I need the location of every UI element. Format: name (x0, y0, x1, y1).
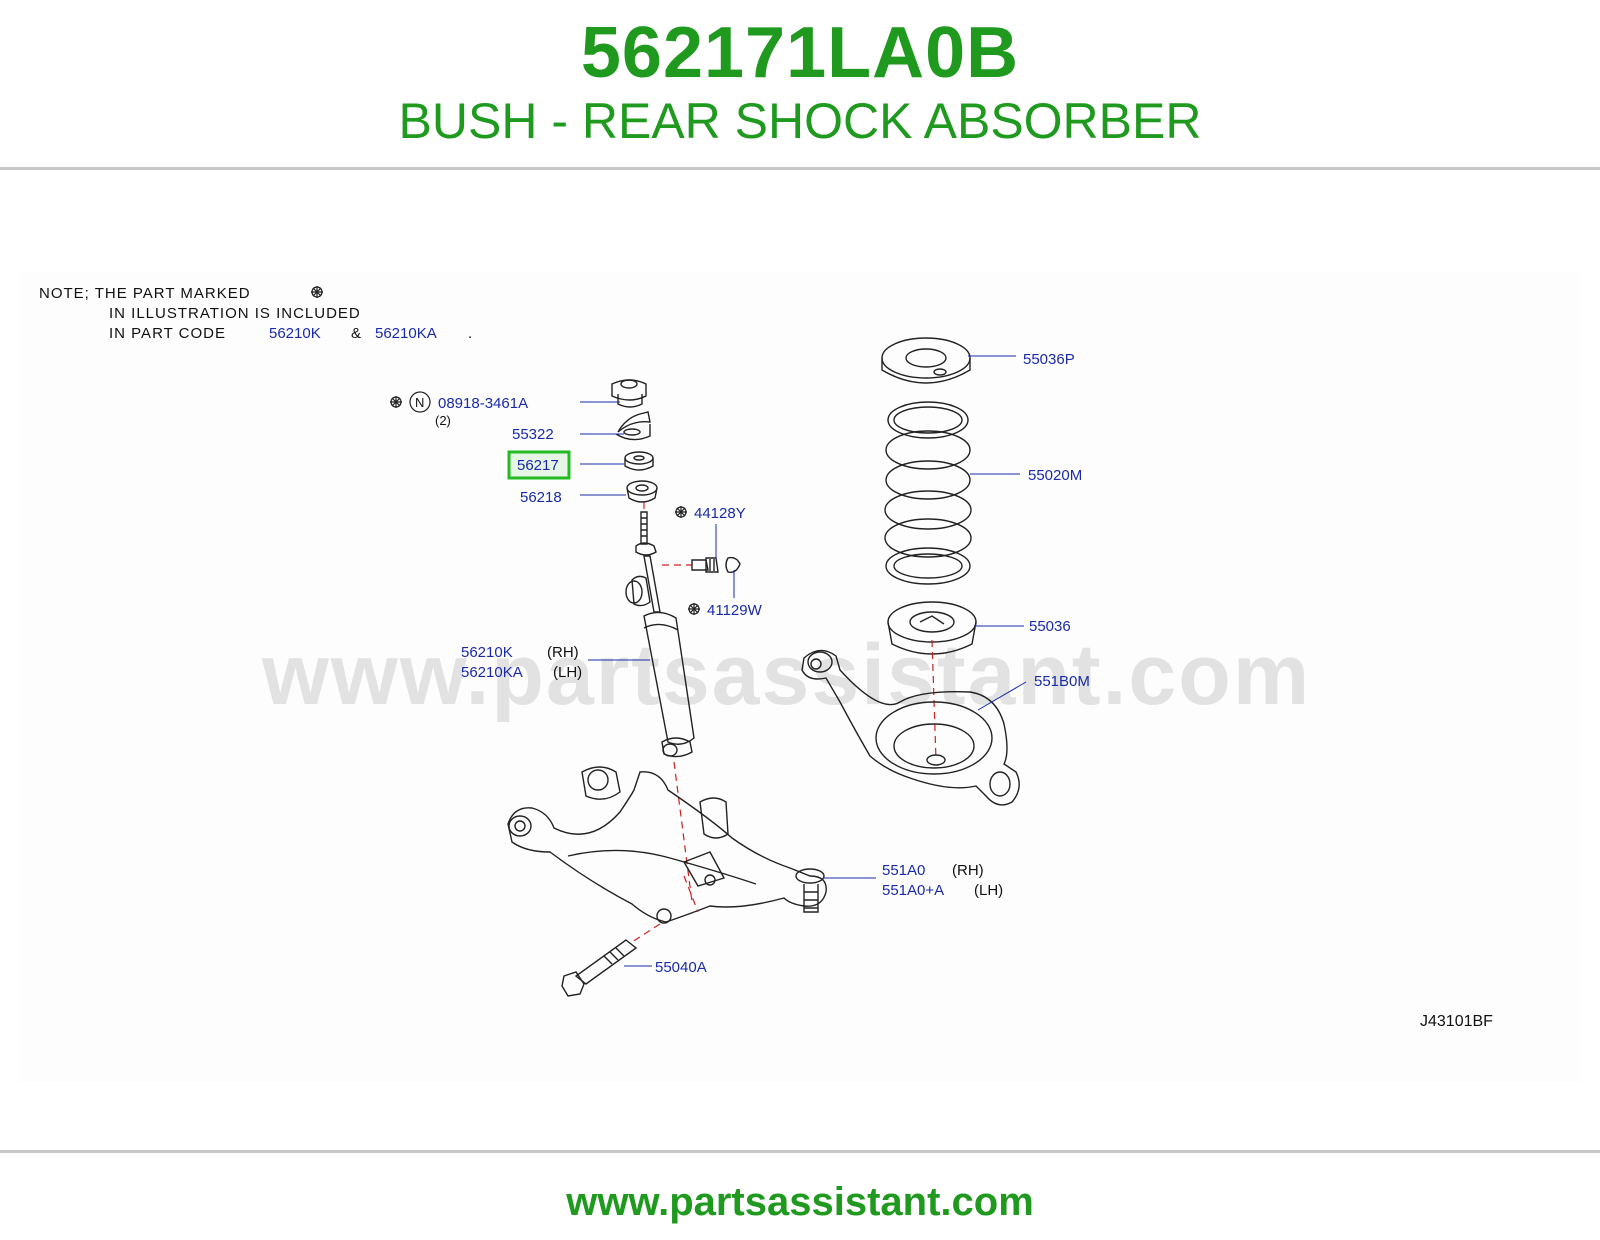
watermark-text: www.partsassistant.com (261, 627, 1311, 723)
highlight-box-56217 (507, 450, 571, 480)
callout-551b0m[interactable]: 551B0M (1034, 673, 1090, 690)
stud-bolt-drawing (662, 556, 741, 574)
asterisk-icon (688, 603, 700, 615)
bush-56217-drawing (624, 451, 654, 471)
callout-08918-3461a[interactable]: 08918-3461A (438, 395, 528, 412)
callout-56217[interactable]: 56217 (517, 457, 559, 474)
part-name-subtitle: BUSH - REAR SHOCK ABSORBER (398, 93, 1202, 149)
part-code-title: 562171LA0B (580, 13, 1020, 93)
callout-55322[interactable]: 55322 (512, 426, 554, 443)
note-line-2: IN ILLUSTRATION IS INCLUDED (109, 305, 361, 322)
callout-56210k-side: (RH) (547, 644, 579, 661)
note-period: . (468, 325, 472, 342)
upper-spring-seat-drawing (881, 337, 971, 384)
svg-text:N: N (415, 395, 424, 410)
callout-55036[interactable]: 55036 (1029, 618, 1071, 635)
callout-56218[interactable]: 56218 (520, 489, 562, 506)
callout-44128y[interactable]: 44128Y (694, 505, 746, 522)
callout-56210k[interactable]: 56210K (461, 644, 513, 661)
lower-arm-drawing (507, 766, 827, 924)
diagram-code: J43101BF (1420, 1013, 1493, 1030)
callout-55036p[interactable]: 55036P (1023, 351, 1075, 368)
callout-551a0-a[interactable]: 551A0+A (882, 882, 944, 899)
note-code-56210k[interactable]: 56210K (269, 325, 321, 342)
diagram-canvas: www.partsassistant.com NOTE; THE PART MA… (39, 285, 1493, 1030)
n-circle-icon: N (409, 391, 431, 413)
shock-centerline (643, 502, 693, 903)
callout-551a0-a-side: (LH) (974, 882, 1003, 899)
note-code-56210ka[interactable]: 56210KA (375, 325, 437, 342)
footer-divider (0, 1150, 1600, 1153)
callout-551a0-side: (RH) (952, 862, 984, 879)
arm-centerline (683, 875, 699, 913)
bracket-plate-drawing (615, 411, 651, 441)
shock-absorber-drawing (625, 511, 695, 758)
parts-diagram: www.partsassistant.com NOTE; THE PART MA… (20, 272, 1580, 1082)
callout-56210ka-side: (LH) (553, 664, 582, 681)
note-ampersand: & (351, 325, 361, 342)
leader-551b0m (977, 681, 1027, 711)
nut-part-drawing (611, 379, 647, 408)
callout-56210ka[interactable]: 56210KA (461, 664, 523, 681)
asterisk-icon (390, 396, 402, 408)
asterisk-icon (311, 286, 323, 298)
lower-link-drawing (801, 649, 1020, 806)
header-divider (0, 167, 1600, 170)
callout-55040a[interactable]: 55040A (655, 959, 707, 976)
callout-08918-qty: (2) (435, 413, 451, 428)
coil-spring-drawing (884, 401, 972, 585)
spring-centerline (931, 639, 937, 761)
bush-56218-drawing (626, 480, 658, 503)
asterisk-icon (675, 506, 687, 518)
note-line-3: IN PART CODE (109, 325, 226, 342)
callout-551a0[interactable]: 551A0 (882, 862, 925, 879)
callout-41129w[interactable]: 41129W (707, 602, 763, 619)
note-line-1: NOTE; THE PART MARKED (39, 285, 251, 302)
bolt-55040a-drawing (561, 923, 661, 997)
footer-url-link[interactable]: www.partsassistant.com (566, 1180, 1034, 1224)
callout-55020m[interactable]: 55020M (1028, 467, 1082, 484)
